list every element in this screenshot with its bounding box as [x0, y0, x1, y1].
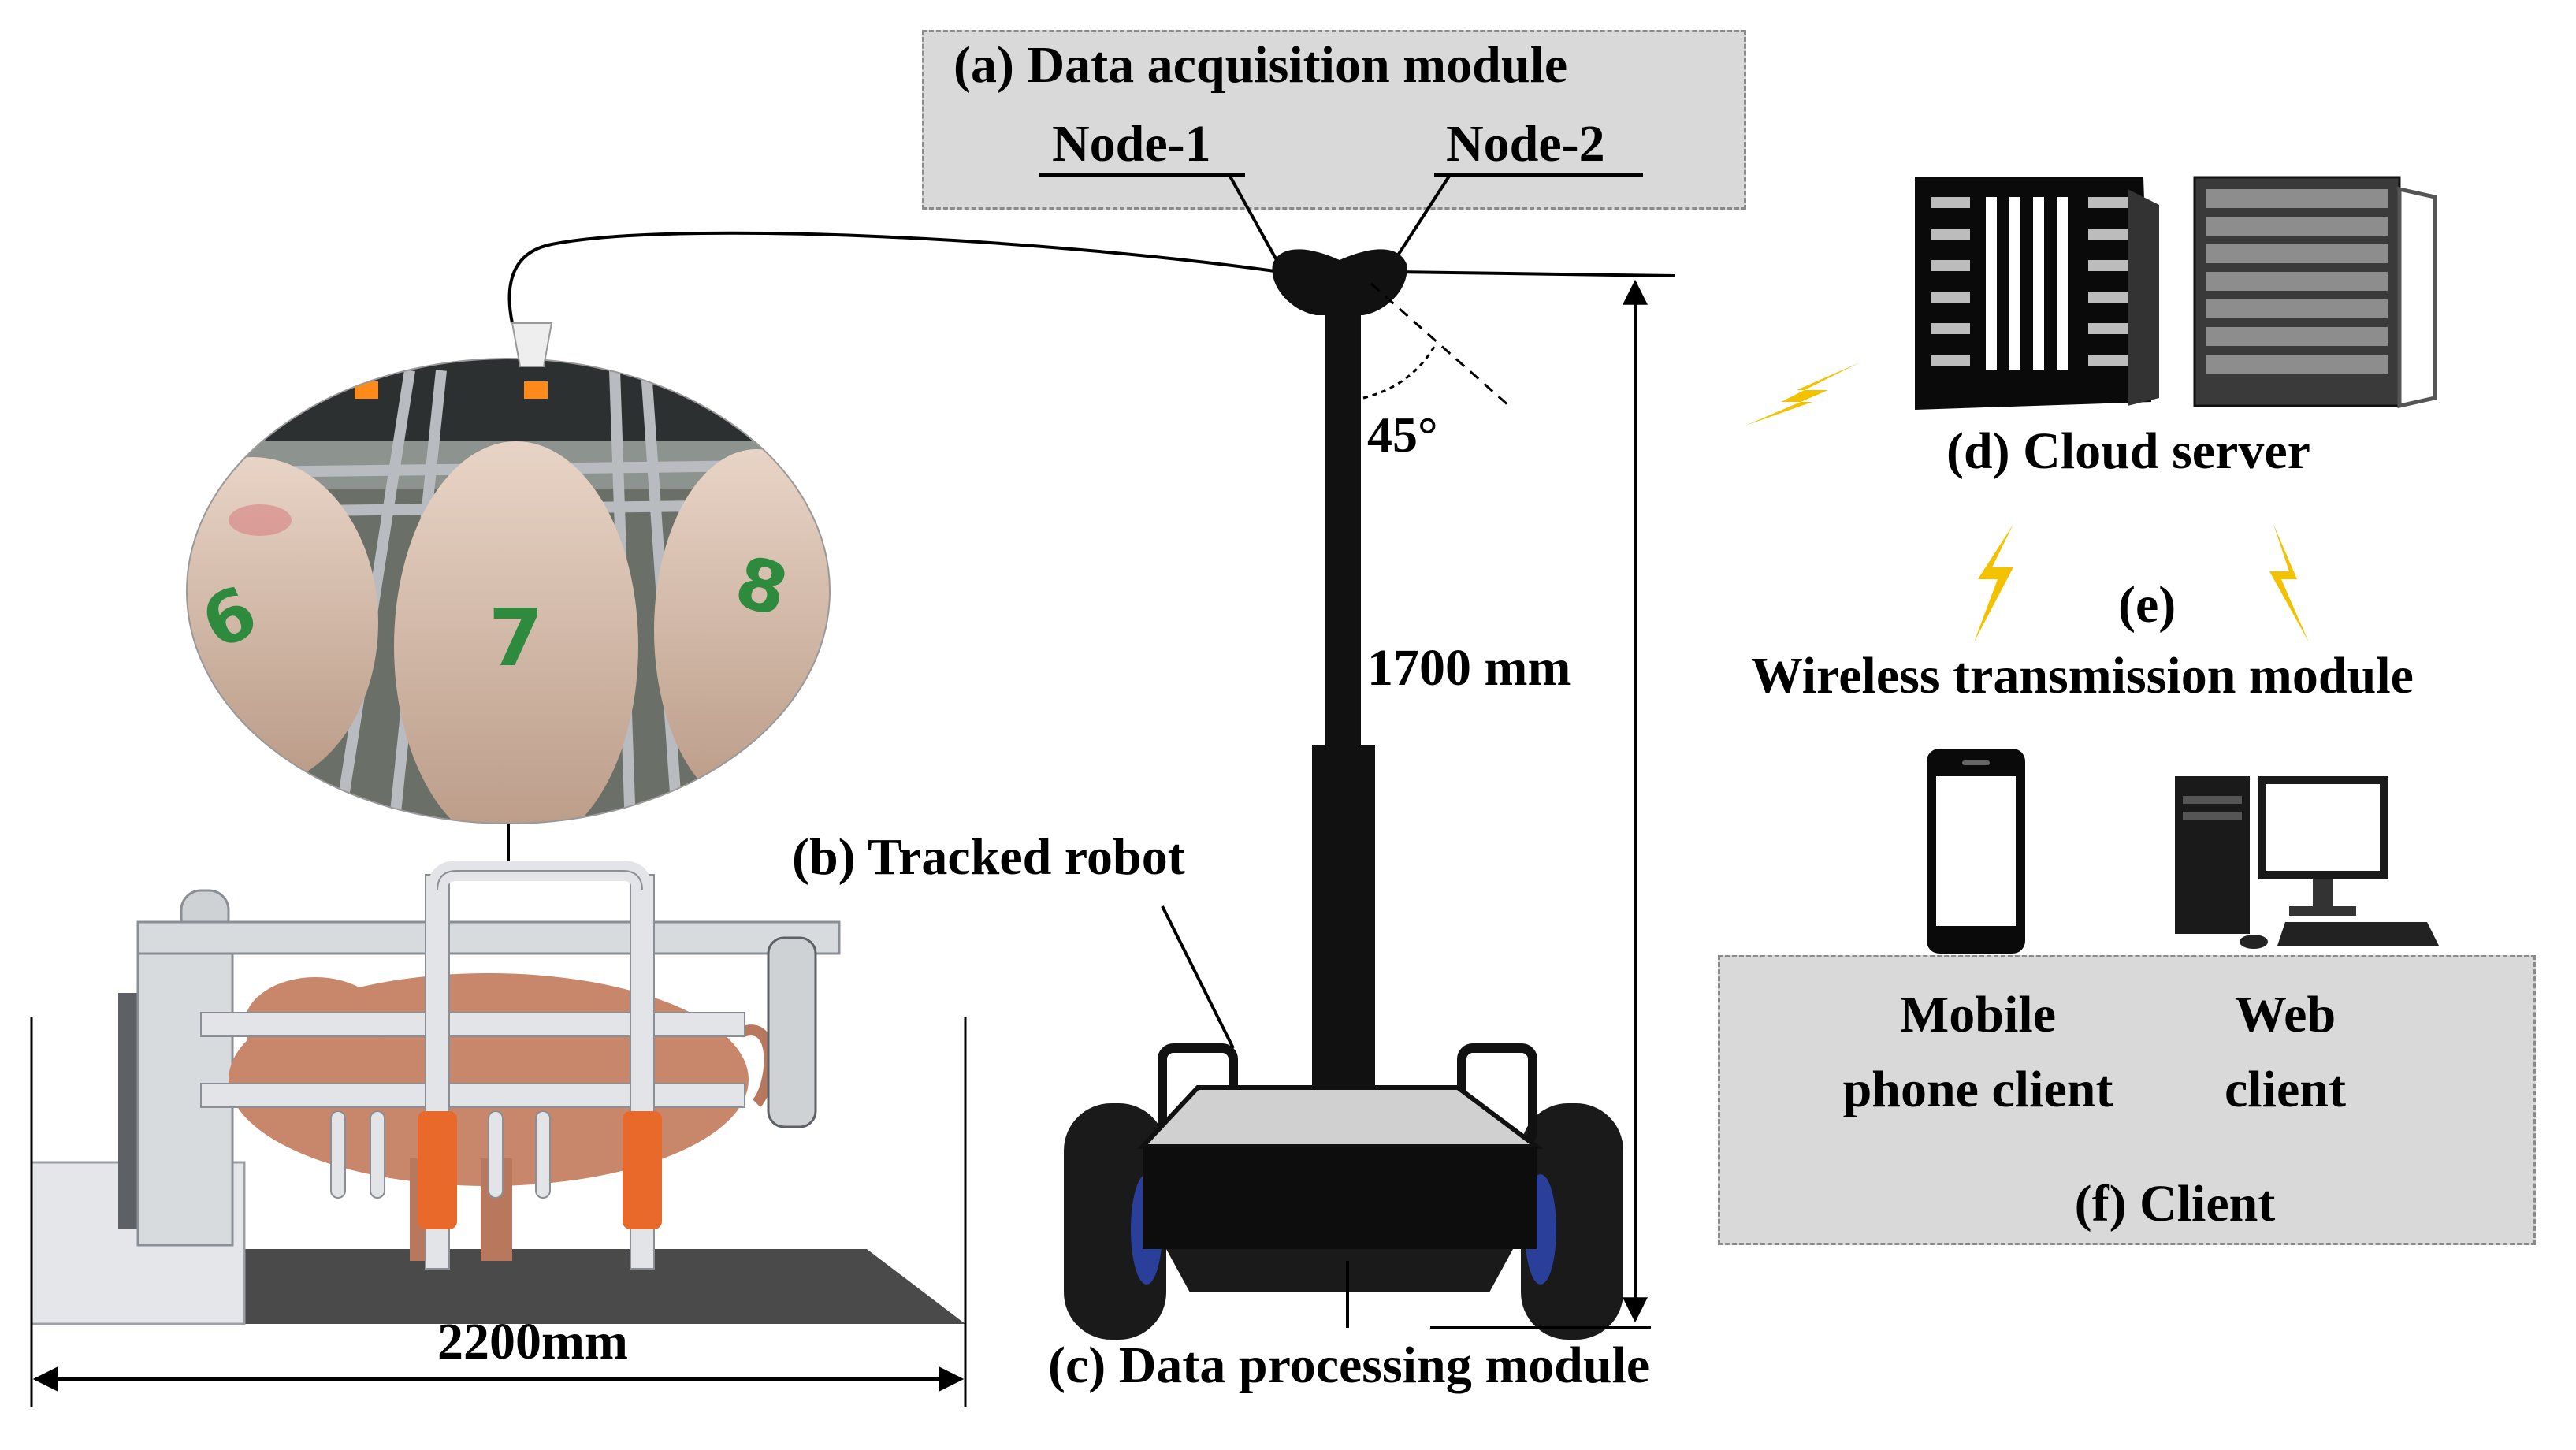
mobile-client-label-1: Mobile — [1900, 986, 2056, 1043]
lightning-bolt-icon — [1745, 362, 1860, 426]
desktop-computer-icon — [2175, 776, 2439, 949]
acquisition-module-box — [922, 30, 1746, 210]
angle-arc — [1362, 346, 1436, 400]
camera-cable-right — [1394, 270, 1675, 277]
pig-number: 7 — [489, 592, 544, 684]
client-box — [1718, 955, 2536, 1245]
height-label: 1700 mm — [1367, 639, 1571, 697]
wireless-title: Wireless transmission module — [1751, 647, 2414, 705]
rack-server-icon — [1915, 177, 2159, 410]
robot-leader — [1161, 905, 1235, 1049]
robot-title: (b) Tracked robot — [792, 828, 1185, 886]
smartphone-icon — [1927, 749, 2025, 954]
farrowing-crate — [30, 861, 965, 1325]
node2-leader — [1393, 173, 1452, 262]
lightning-bolt-icon — [1974, 524, 2013, 642]
web-client-label-1: Web — [2234, 986, 2336, 1043]
client-title: (f) Client — [2074, 1175, 2276, 1232]
node1-leader — [1228, 174, 1278, 261]
width-label: 2200mm — [437, 1313, 628, 1370]
node2-label: Node-2 — [1446, 115, 1605, 173]
wireless-tag: (e) — [2118, 576, 2176, 634]
acquisition-module-title: (a) Data acquisition module — [953, 36, 1568, 94]
photo-timestamp: 54:38 — [382, 339, 433, 363]
camera-head — [1272, 249, 1407, 315]
rack-server-icon — [2193, 176, 2437, 409]
node1-label: Node-1 — [1052, 115, 1211, 173]
web-client-label-2: client — [2225, 1061, 2346, 1118]
pig-back-center — [394, 441, 638, 824]
camera-cable — [507, 231, 1281, 324]
camera-cone — [511, 322, 553, 367]
angle-label: 45° — [1367, 407, 1438, 463]
mobile-client-label-2: phone client — [1842, 1061, 2113, 1118]
pig-back-right — [654, 449, 830, 812]
angle-ref-line — [1370, 282, 1510, 407]
processing-title: (c) Data processing module — [1048, 1337, 1650, 1394]
tracked-robot — [1064, 249, 1623, 1340]
lightning-bolt-icon — [2269, 524, 2309, 642]
cloud-title: (d) Cloud server — [1946, 422, 2310, 480]
